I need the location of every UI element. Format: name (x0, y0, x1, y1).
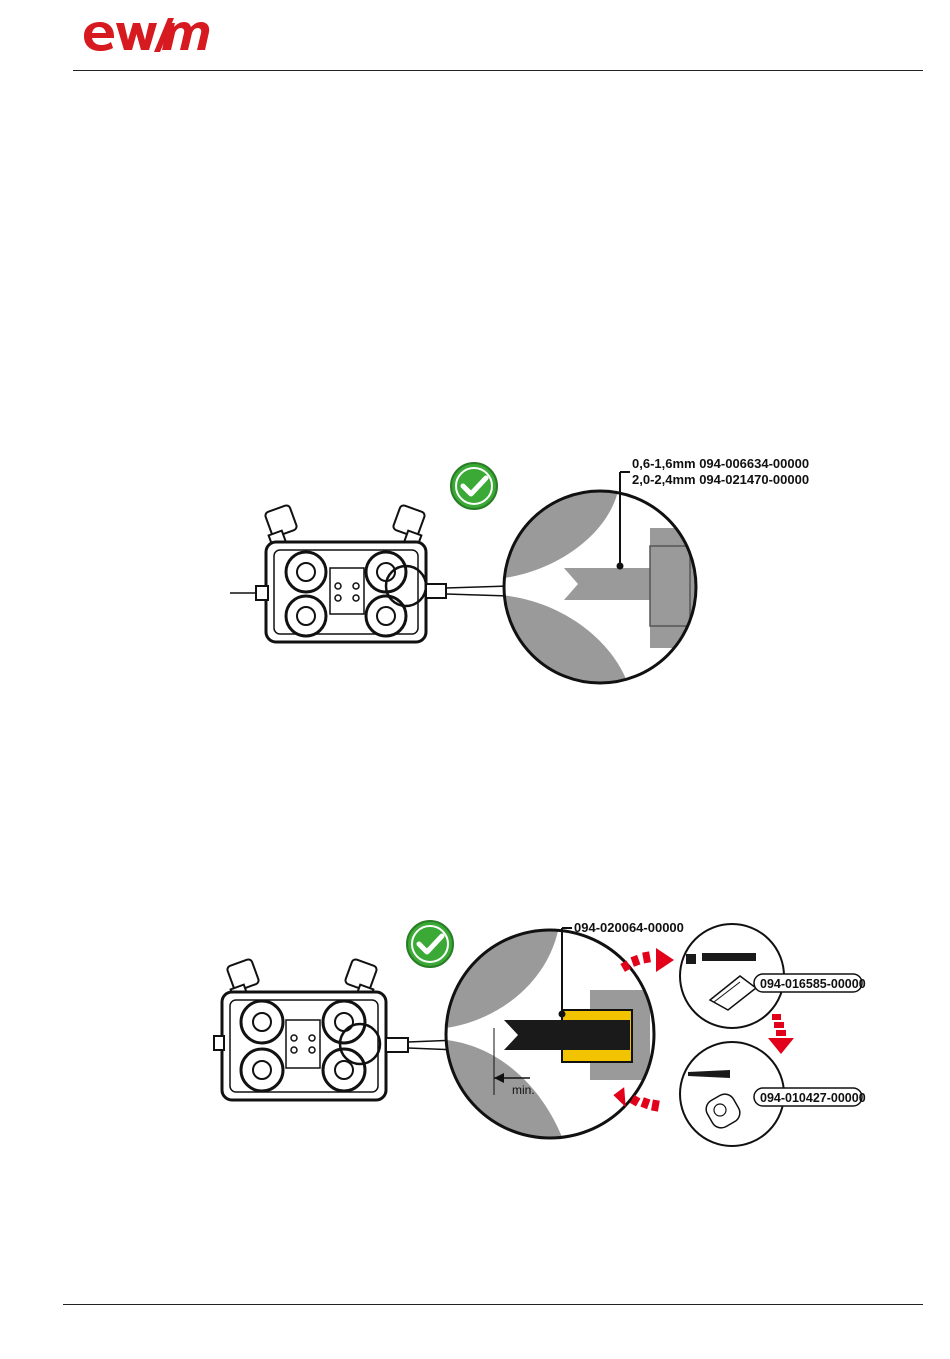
footer-rule (63, 1304, 923, 1305)
figure-wire-guide-extended: min. 094-020064-00000 094-016585-00000 0… (200, 910, 880, 1160)
check-icon (451, 463, 497, 509)
wire-feed-unit-drawing (214, 958, 458, 1100)
part-number-line-2: 2,0-2,4mm 094-021470-00000 (632, 472, 809, 487)
main-part-number: 094-020064-00000 (574, 920, 684, 935)
zoom-detail-circle (440, 920, 654, 1160)
sequence-arrow-icon (768, 1014, 794, 1054)
part-number-line-1: 0,6-1,6mm 094-006634-00000 (632, 456, 809, 471)
zoom-detail-circle (500, 480, 710, 690)
accessory-top-part-number: 094-016585-00000 (760, 977, 866, 991)
sequence-arrow-icon (620, 948, 674, 972)
figure-wire-guide-standard: 0,6-1,6mm 094-006634-00000 2,0-2,4mm 094… (220, 450, 860, 690)
check-icon (407, 921, 453, 967)
ewm-logo (82, 18, 212, 52)
wire-feed-unit-drawing (230, 504, 510, 642)
accessory-bottom-part-number: 094-010427-00000 (760, 1091, 866, 1105)
dimension-label: min. (512, 1083, 535, 1097)
header-rule (73, 70, 923, 71)
